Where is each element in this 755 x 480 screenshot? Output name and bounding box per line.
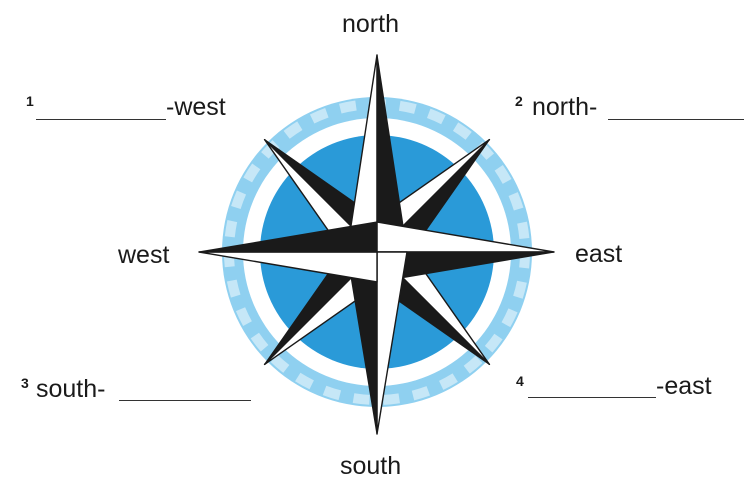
answer-blank-2[interactable] [608, 119, 744, 120]
exercise-suffix-1: -west [166, 93, 226, 121]
exercise-prefix-2: north- [532, 93, 597, 121]
label-east: east [575, 240, 622, 268]
label-south: south [340, 452, 401, 480]
exercise-number-2: 2 [515, 94, 523, 108]
exercise-number-3: 3 [21, 376, 29, 390]
exercise-number-1: 1 [26, 94, 34, 108]
answer-blank-3[interactable] [119, 400, 251, 401]
answer-blank-1[interactable] [36, 119, 166, 120]
exercise-suffix-4: -east [656, 372, 712, 400]
answer-blank-4[interactable] [528, 397, 656, 398]
exercise-prefix-3: south- [36, 375, 105, 403]
compass-star [199, 55, 554, 434]
label-west: west [118, 241, 169, 269]
label-north: north [342, 10, 399, 38]
exercise-number-4: 4 [516, 374, 524, 388]
